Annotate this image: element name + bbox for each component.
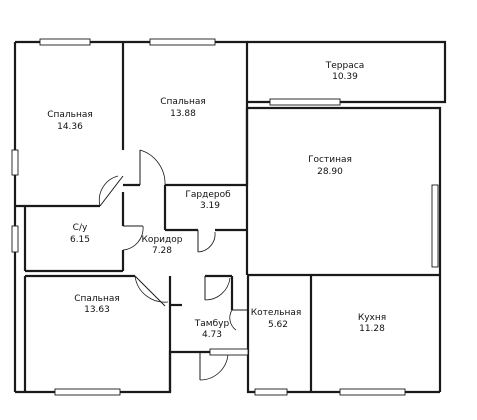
room-area-kitchen: 11.28 — [359, 324, 385, 334]
room-name-boiler: Котельная — [251, 308, 302, 318]
room-area-bedroom1: 14.36 — [57, 122, 83, 132]
entrance-threshold — [209, 348, 249, 356]
room-name-vestibule: Тамбур — [194, 319, 230, 329]
room-name-wardrobe: Гардероб — [185, 190, 231, 200]
room-area-vestibule: 4.73 — [202, 330, 222, 340]
room-area-corridor: 7.28 — [152, 246, 172, 256]
room-area-bedroom2: 13.88 — [170, 109, 196, 119]
door-bedroom3 — [134, 275, 166, 307]
door-bedroom1 — [99, 175, 124, 207]
interior-walls — [15, 42, 440, 392]
window-left-bedroom1 — [11, 149, 19, 176]
room-name-bedroom2: Спальная — [160, 97, 206, 107]
windows — [11, 38, 439, 396]
window-bottom-kitchen — [339, 388, 406, 396]
doors — [98, 149, 249, 381]
window-bottom-boiler — [254, 388, 288, 396]
room-name-corridor: Коридор — [142, 235, 183, 245]
window-top-bedroom2 — [149, 38, 216, 46]
window-right-living — [431, 184, 439, 268]
room-name-living: Гостиная — [308, 155, 352, 165]
room-area-bathroom: 6.15 — [70, 235, 90, 245]
room-area-living: 28.90 — [317, 167, 343, 177]
room-area-terrace: 10.39 — [332, 72, 358, 82]
room-name-terrace: Терраса — [325, 61, 364, 71]
window-terrace-living — [269, 98, 341, 106]
window-left-bathroom — [11, 225, 19, 253]
room-name-bedroom3: Спальная — [74, 294, 120, 304]
room-name-bathroom: С/у — [73, 223, 88, 233]
room-labels: Терраса 10.39 Спальная 14.36 Спальная 13… — [47, 61, 386, 340]
room-name-bedroom1: Спальная — [47, 110, 93, 120]
room-area-bedroom3: 13.63 — [84, 305, 110, 315]
window-top-bedroom1 — [39, 38, 91, 46]
room-area-wardrobe: 3.19 — [200, 201, 220, 211]
room-name-kitchen: Кухня — [358, 313, 386, 323]
room-area-boiler: 5.62 — [268, 320, 288, 330]
outer-walls — [13, 40, 447, 394]
window-bottom-bedroom3 — [54, 388, 121, 396]
